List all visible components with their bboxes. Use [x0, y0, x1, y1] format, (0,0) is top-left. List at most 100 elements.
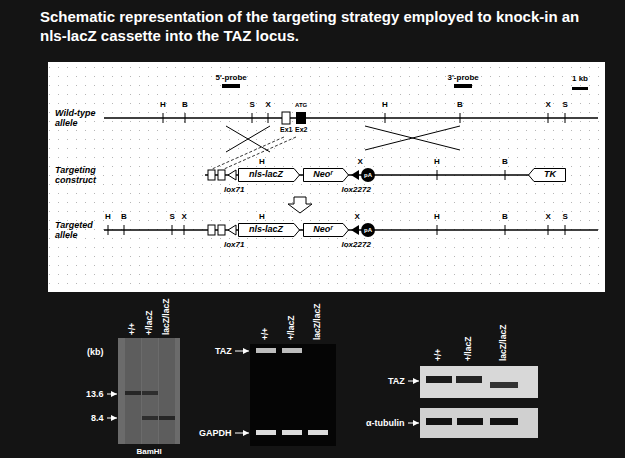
exon-label: Ex1 [280, 126, 292, 134]
allele-line [104, 117, 598, 119]
start-codon: ATG [295, 102, 307, 109]
scale-label: 1 kb [572, 74, 588, 83]
site-tick [185, 113, 186, 123]
restriction-site: B [457, 100, 463, 109]
southern-blot [118, 338, 180, 444]
site-tick [385, 113, 386, 123]
restriction-site: H [259, 212, 265, 221]
polya-signal [361, 223, 375, 237]
size-marker: 13.6 [86, 389, 104, 399]
site-tick [548, 113, 549, 123]
polya-signal [361, 168, 375, 182]
restriction-site: B [502, 212, 508, 221]
site-tick [460, 113, 461, 123]
lox-label: lox2272 [342, 185, 371, 194]
restriction-site: H [105, 212, 111, 221]
probe-label: 3'-probe [448, 73, 479, 82]
restriction-site: H [434, 157, 440, 166]
western-blot [420, 366, 538, 438]
restriction-site: X [182, 212, 187, 221]
site-tick [505, 170, 506, 180]
recombination-cross [226, 126, 460, 152]
site-tick [124, 225, 125, 235]
exon-box [296, 112, 306, 124]
genotype-label: lacZ/lacZ [162, 299, 172, 335]
restriction-site: B [182, 100, 188, 109]
exon-box [218, 170, 225, 180]
genotype-label: +/lacZ [287, 316, 297, 340]
polya-label: pA [364, 227, 372, 234]
enzyme-label: BamHI [137, 447, 162, 456]
restriction-site: H [434, 212, 440, 221]
site-tick [184, 225, 185, 235]
exon-label: Ex2 [295, 126, 307, 134]
polya-label: pA [364, 172, 372, 179]
restriction-site: S [563, 100, 568, 109]
site-tick [437, 170, 438, 180]
restriction-site: X [546, 212, 551, 221]
lox-label: lox2272 [342, 240, 371, 249]
cassette-label: nls-lacZ [249, 170, 283, 180]
lox-label: lox71 [224, 185, 244, 194]
band-label: TAZ [388, 376, 405, 386]
cassette-label: TK [544, 170, 556, 180]
genotype-label: +/lacZ [145, 311, 155, 335]
lox-site [228, 225, 236, 235]
exon-box [208, 170, 215, 180]
probe-label: 5'-probe [216, 73, 247, 82]
size-marker: 8.4 [91, 413, 104, 423]
result-arrow [288, 197, 312, 213]
site-tick [437, 225, 438, 235]
genotype-label: +/+ [261, 328, 271, 340]
band-label: α-tubulin [366, 418, 405, 428]
site-tick [548, 225, 549, 235]
neo-cassette: Neoʳ [303, 168, 349, 182]
restriction-site: S [250, 100, 255, 109]
map-panel [48, 62, 605, 292]
cassette-label: Neoʳ [313, 225, 333, 235]
site-tick [505, 225, 506, 235]
genotype-label: +/+ [128, 323, 138, 335]
site-tick [163, 113, 164, 123]
lacz-cassette: nls-lacZ [238, 223, 300, 237]
restriction-site: X [355, 212, 360, 221]
restriction-site: H [382, 100, 388, 109]
exon-box [218, 225, 225, 235]
lox-site [351, 170, 359, 180]
size-unit: (kb) [87, 347, 104, 357]
genotype-label: lacZ/lacZ [499, 325, 509, 361]
probe-bar [222, 84, 240, 88]
site-tick [268, 113, 269, 123]
lox-site [228, 170, 236, 180]
restriction-site: B [502, 157, 508, 166]
lox-site [351, 225, 359, 235]
restriction-site: S [563, 212, 568, 221]
site-tick [108, 225, 109, 235]
tk-cassette: TK [528, 168, 566, 182]
lox-label: lox71 [224, 240, 244, 249]
band-label: TAZ [215, 346, 232, 356]
restriction-site: X [266, 100, 271, 109]
site-tick [565, 113, 566, 123]
genotype-label: lacZ/lacZ [313, 304, 323, 340]
restriction-site: H [160, 100, 166, 109]
restriction-site: X [546, 100, 551, 109]
cassette-label: Neoʳ [313, 170, 333, 180]
band-label: GAPDH [199, 428, 232, 438]
site-tick [172, 225, 173, 235]
lacz-cassette: nls-lacZ [238, 168, 300, 182]
scale-bar [572, 87, 588, 90]
rtpcr-gel [250, 344, 336, 446]
row-label: Wild-type allele [55, 108, 101, 129]
restriction-site: S [170, 212, 175, 221]
homology-guide [212, 137, 296, 169]
cassette-label: nls-lacZ [249, 225, 283, 235]
exon-box [208, 225, 215, 235]
neo-cassette: Neoʳ [303, 223, 349, 237]
site-tick [565, 225, 566, 235]
site-tick [252, 113, 253, 123]
grid-dots [48, 62, 605, 292]
genotype-label: +/lacZ [464, 337, 474, 361]
restriction-site: H [259, 157, 265, 166]
restriction-site: B [121, 212, 127, 221]
